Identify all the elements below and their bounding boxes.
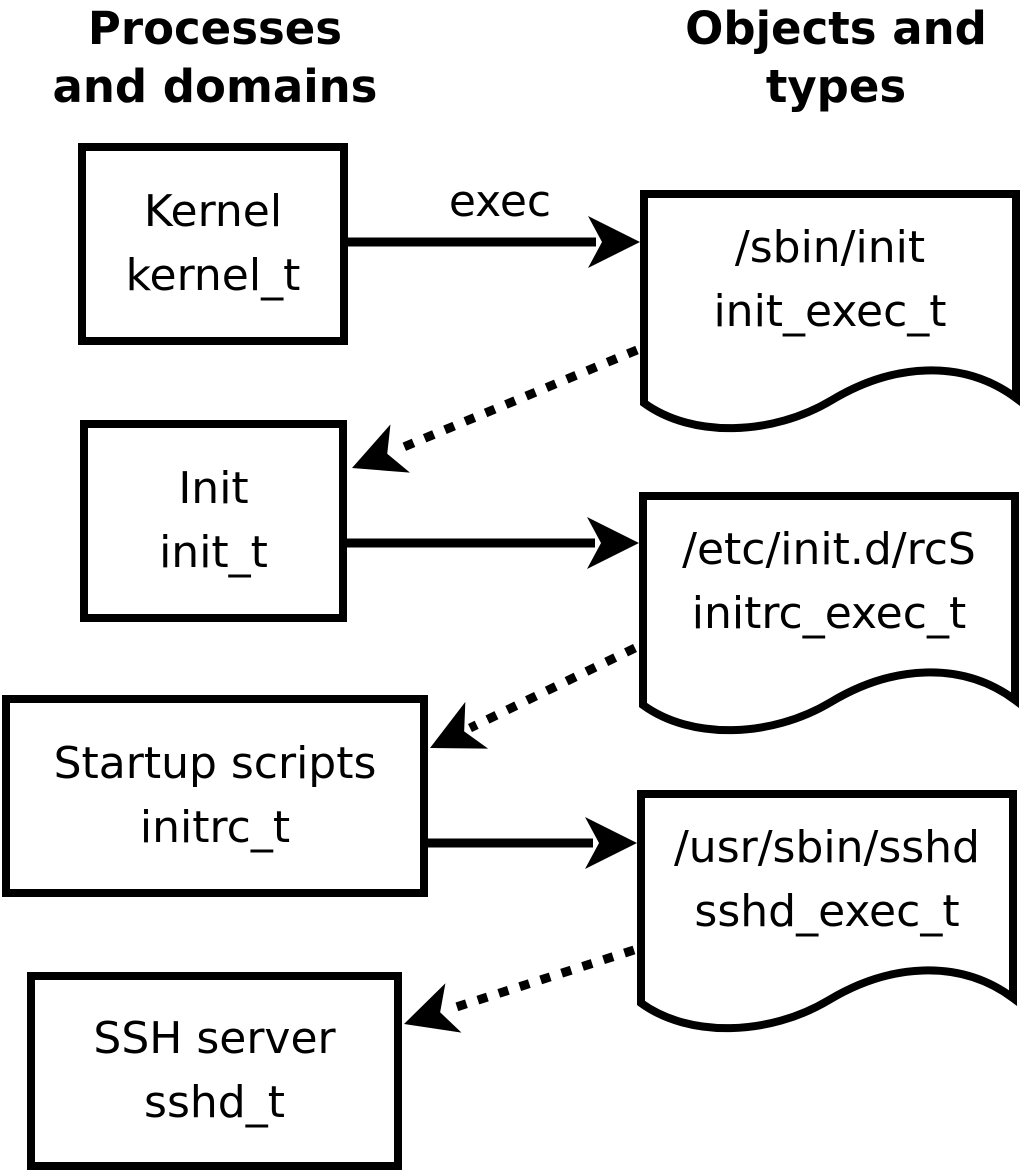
process-name: Startup scripts <box>53 738 377 789</box>
right-header-line1: Objects and <box>685 2 987 55</box>
process-name: Init <box>178 463 249 514</box>
object-text: /sbin/init init_exec_t <box>640 216 1020 344</box>
process-name: SSH server <box>93 1013 336 1064</box>
exec-edge-label: exec <box>448 176 552 227</box>
object-node-etc-init-d-rcs: /etc/init.d/rcS initrc_exec_t <box>639 492 1019 744</box>
process-node-ssh-server: SSH server sshd_t <box>27 972 402 1170</box>
process-node-kernel: Kernel kernel_t <box>78 143 348 345</box>
solid-arrow-startup-to-sshd-bin <box>427 817 637 869</box>
right-header-line2: types <box>765 60 907 113</box>
dotted-arrow-rcs-to-startup <box>430 643 637 749</box>
object-node-usr-sbin-sshd: /usr/sbin/sshd sshd_exec_t <box>637 790 1017 1042</box>
document-shape-icon <box>637 790 1017 1033</box>
left-column-header: Processes and domains <box>0 0 430 116</box>
object-path: /usr/sbin/sshd <box>673 822 980 873</box>
process-domain-type: kernel_t <box>125 250 301 301</box>
left-header-line2: and domains <box>52 60 378 113</box>
object-path: /etc/init.d/rcS <box>682 524 976 575</box>
object-node-sbin-init: /sbin/init init_exec_t <box>640 190 1020 442</box>
process-domain-type: init_t <box>159 527 268 578</box>
dotted-arrow-sshd-bin-to-sshd <box>404 945 636 1033</box>
solid-arrow-init-to-rcs <box>347 517 639 569</box>
object-file-type: sshd_exec_t <box>694 886 960 937</box>
object-text: /usr/sbin/sshd sshd_exec_t <box>637 816 1017 944</box>
left-header-line1: Processes <box>87 2 343 55</box>
process-name: Kernel <box>143 186 283 237</box>
dotted-arrow-sbin-init-to-init <box>352 345 639 473</box>
object-file-type: initrc_exec_t <box>691 588 967 639</box>
process-node-init: Init init_t <box>80 420 347 622</box>
object-path: /sbin/init <box>734 222 926 273</box>
object-file-type: init_exec_t <box>713 286 947 337</box>
object-text: /etc/init.d/rcS initrc_exec_t <box>639 518 1019 646</box>
process-domain-type: sshd_t <box>144 1077 285 1128</box>
right-column-header: Objects and types <box>642 0 1024 116</box>
process-domain-type: initrc_t <box>139 802 291 853</box>
document-shape-icon <box>639 492 1019 735</box>
process-node-startup-scripts: Startup scripts initrc_t <box>2 695 428 897</box>
document-shape-icon <box>640 190 1020 433</box>
